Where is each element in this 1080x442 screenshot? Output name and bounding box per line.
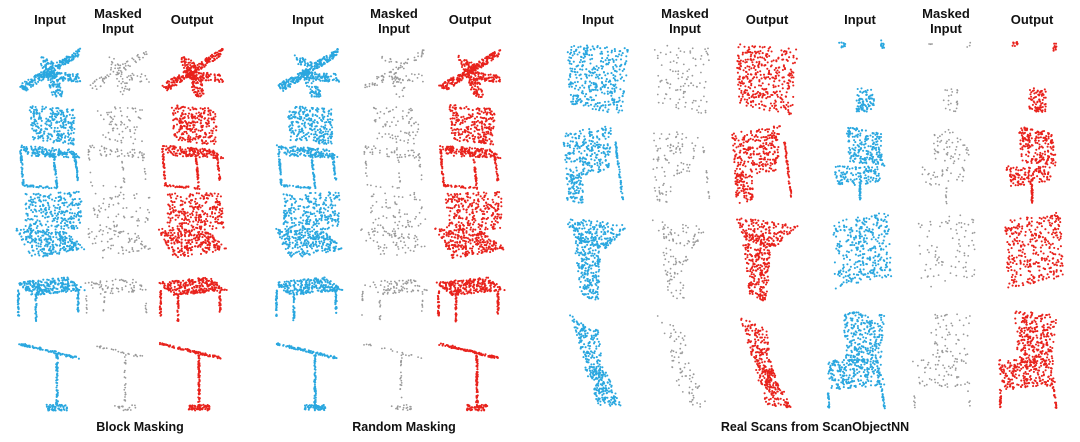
output-point-cloud-chair — [161, 104, 225, 191]
panel2-caption: Random Masking — [352, 420, 456, 434]
masked-point-cloud-scan4 — [656, 315, 706, 408]
output-point-cloud-scan3 — [736, 217, 799, 302]
output-point-cloud-scan1 — [736, 43, 798, 116]
panel4-header-input: Input — [844, 12, 876, 27]
output-point-cloud-lamp — [158, 341, 222, 412]
input-point-cloud-chair — [19, 105, 81, 190]
output-point-cloud-chair — [438, 104, 502, 190]
panel2-header-input: Input — [292, 12, 324, 27]
input-point-cloud-lamp — [275, 342, 338, 412]
masked-point-cloud-table — [84, 278, 148, 314]
output-point-cloud-scan2 — [731, 125, 793, 204]
input-point-cloud-table — [274, 276, 344, 322]
input-point-cloud-chair — [275, 105, 339, 190]
panel2-header-output: Output — [448, 12, 492, 27]
input-point-cloud-scan8 — [826, 311, 886, 410]
panel1-header-input: Input — [34, 12, 66, 27]
output-point-cloud-scan7 — [1004, 211, 1064, 289]
masked-point-cloud-scan7 — [917, 214, 976, 288]
input-point-cloud-scan5 — [838, 39, 886, 113]
masked-point-cloud-sofa — [87, 191, 151, 259]
masked-point-cloud-chair — [87, 106, 147, 189]
masked-point-cloud-scan8 — [912, 313, 971, 409]
panel4-header-output: Output — [1010, 12, 1054, 27]
output-point-cloud-table — [435, 276, 506, 323]
input-point-cloud-scan4 — [569, 314, 622, 407]
masked-point-cloud-scan5 — [928, 41, 972, 113]
masked-point-cloud-lamp — [96, 345, 144, 412]
output-point-cloud-scan6 — [1005, 126, 1057, 204]
panel1-header-output: Output — [170, 12, 214, 27]
output-point-cloud-table — [158, 276, 228, 322]
input-point-cloud-scan6 — [834, 126, 886, 201]
output-point-cloud-lamp — [438, 342, 499, 412]
panel3-header-input: Input — [582, 12, 614, 27]
output-point-cloud-scan5 — [1011, 41, 1058, 113]
masked-point-cloud-scan6 — [921, 128, 970, 205]
masked-point-cloud-lamp — [363, 343, 423, 411]
panel3-header-output: Output — [745, 12, 789, 27]
masked-point-cloud-scan1 — [653, 44, 710, 114]
output-point-cloud-plane — [438, 49, 502, 99]
input-point-cloud-lamp — [18, 342, 80, 412]
masked-point-cloud-plane — [364, 49, 425, 98]
output-point-cloud-scan8 — [998, 310, 1058, 409]
input-point-cloud-scan1 — [566, 44, 629, 114]
masked-point-cloud-scan3 — [651, 219, 705, 300]
masked-point-cloud-table — [361, 279, 428, 321]
masked-point-cloud-scan2 — [652, 131, 711, 203]
input-point-cloud-table — [16, 276, 86, 323]
input-point-cloud-scan2 — [562, 125, 625, 204]
masked-point-cloud-sofa — [360, 191, 427, 256]
input-point-cloud-sofa — [15, 190, 86, 258]
masked-point-cloud-plane — [89, 51, 150, 96]
output-point-cloud-plane — [161, 47, 225, 98]
input-point-cloud-plane — [277, 48, 341, 98]
panel3-caption: Real Scans from ScanObjectNN — [720, 420, 910, 434]
input-point-cloud-scan3 — [567, 218, 626, 301]
panel1-caption: Block Masking — [96, 420, 184, 434]
output-point-cloud-sofa — [157, 192, 227, 259]
output-point-cloud-scan4 — [740, 317, 792, 409]
input-point-cloud-scan7 — [832, 212, 893, 290]
input-point-cloud-plane — [19, 47, 82, 98]
input-point-cloud-sofa — [275, 191, 343, 258]
output-point-cloud-sofa — [434, 190, 505, 259]
masked-point-cloud-chair — [363, 106, 423, 189]
